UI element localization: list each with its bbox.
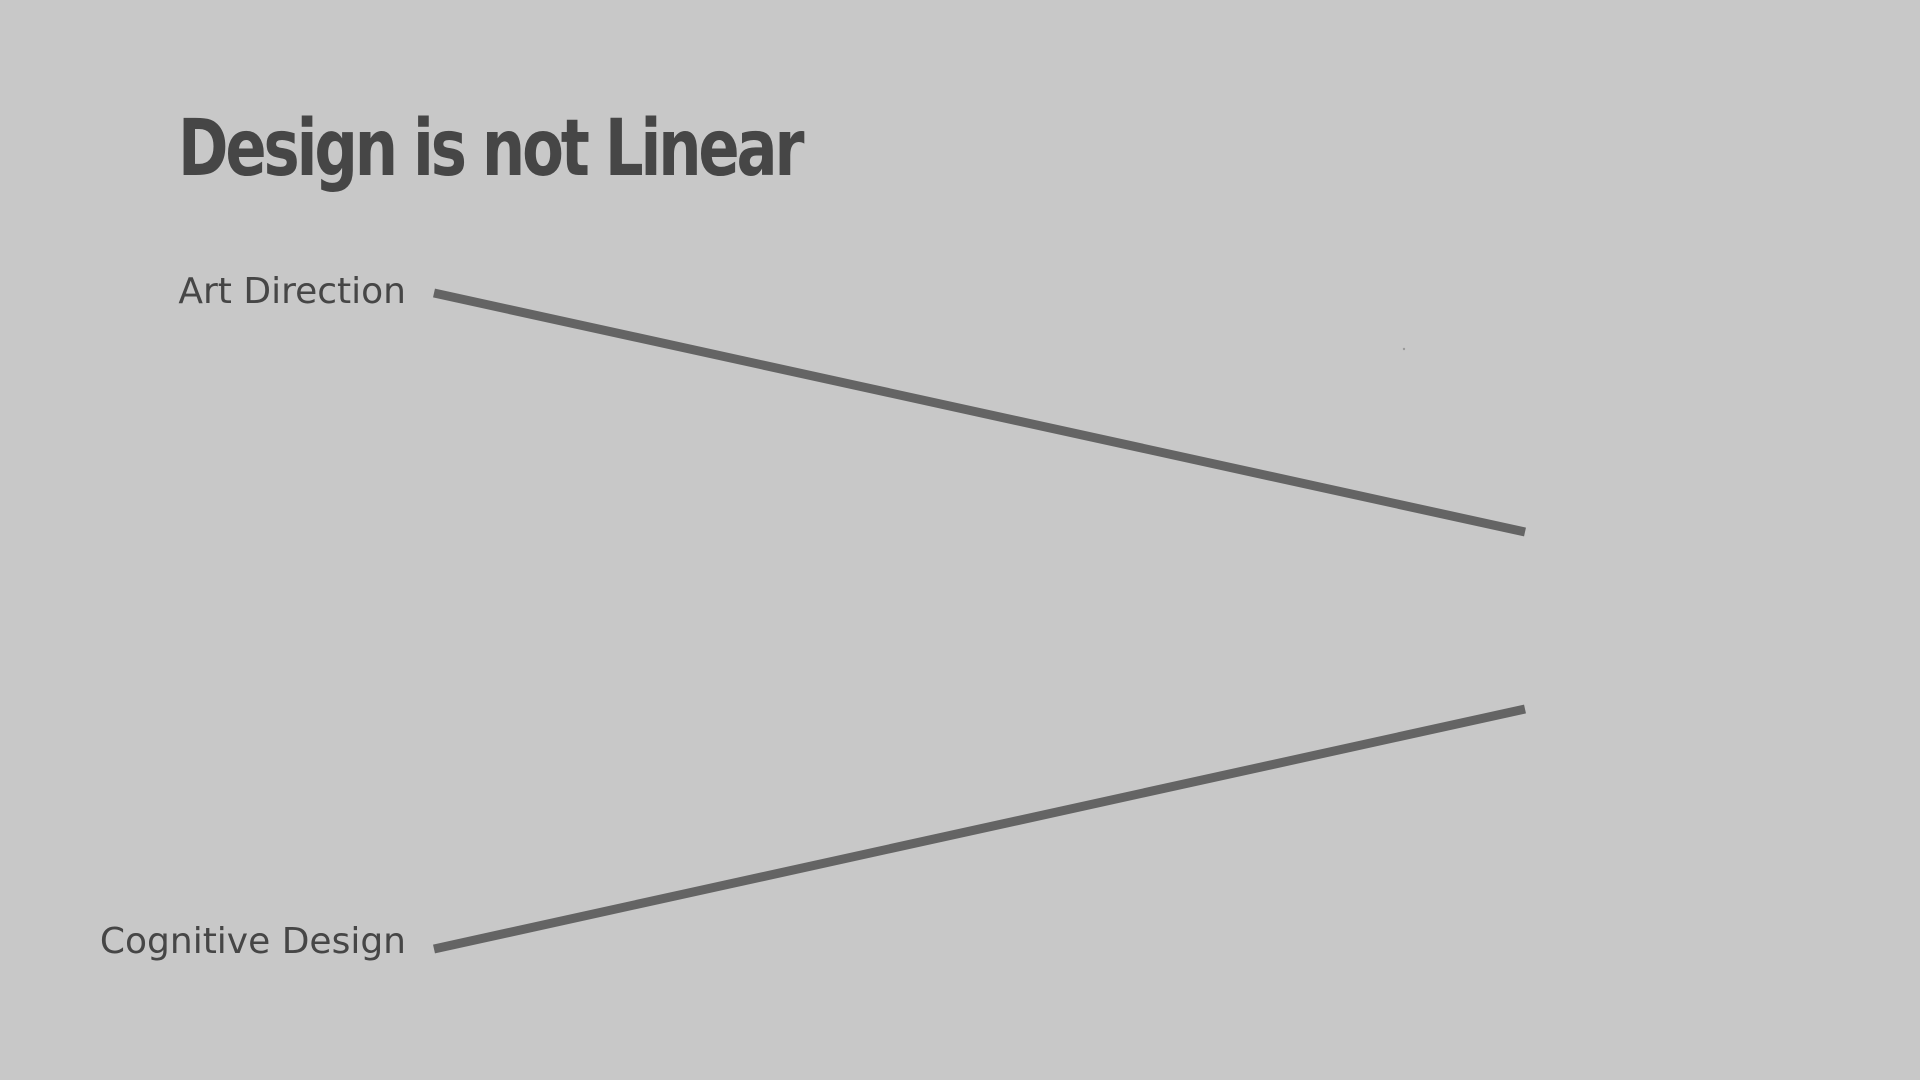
cognitive-design-line	[433, 704, 1526, 954]
art-direction-line	[433, 288, 1526, 537]
art-direction-label: Art Direction	[178, 271, 406, 312]
slide-title: Design is not Linear	[178, 104, 804, 194]
stray-dot	[1402, 347, 1406, 351]
cognitive-design-label: Cognitive Design	[99, 921, 406, 962]
